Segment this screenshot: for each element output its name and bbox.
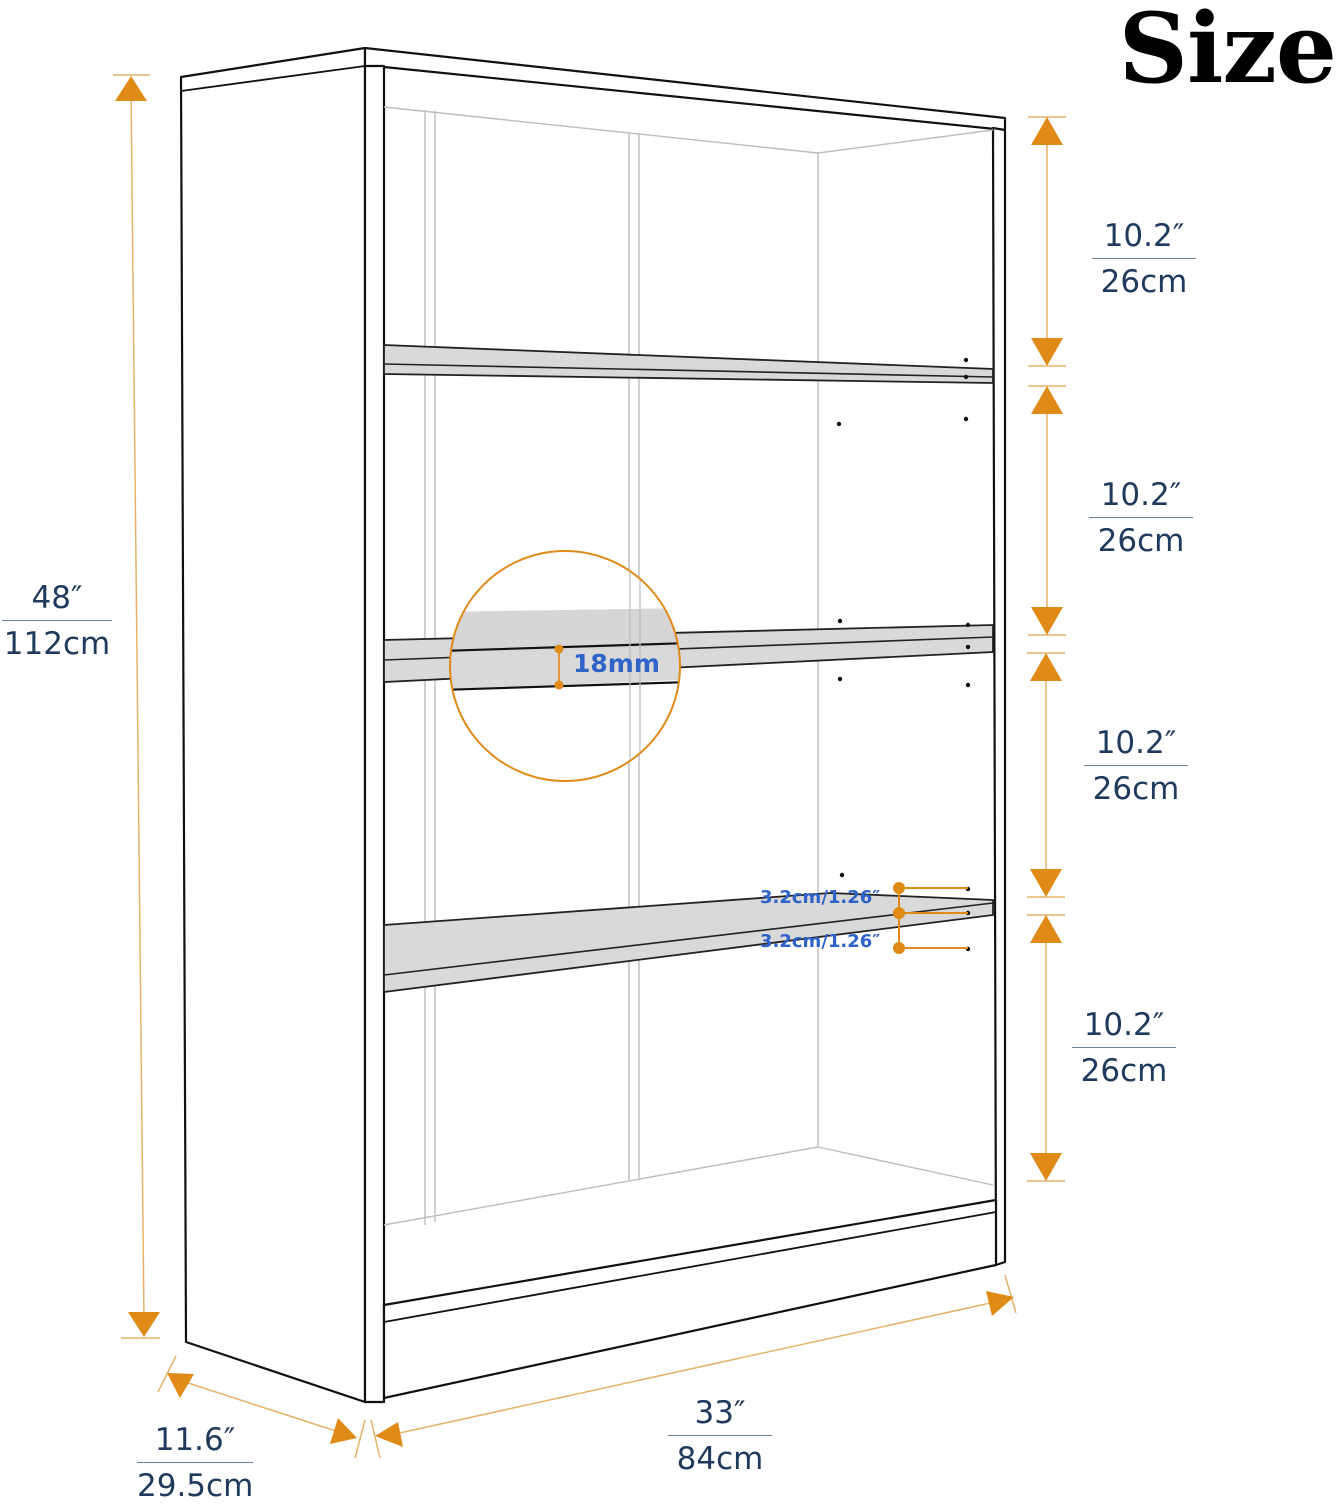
- arrow-right-icon: [986, 1291, 1014, 1316]
- shelf-thickness-label: 18mm: [573, 649, 660, 678]
- compartment-4-metric: 26cm: [1080, 1053, 1168, 1089]
- height-label: 48″ 112cm: [2, 583, 112, 660]
- bookcase-outline: [179, 46, 1007, 1404]
- width-dimension: [370, 1274, 1017, 1459]
- width-metric: 84cm: [676, 1441, 764, 1477]
- compartment-3-metric: 26cm: [1092, 771, 1180, 807]
- depth-dimension: [157, 1355, 366, 1459]
- arrow-up-icon: [115, 76, 147, 101]
- compartment-dimensions: [1027, 116, 1066, 1182]
- arrow-left-icon: [375, 1422, 403, 1447]
- compartment-1-metric: 26cm: [1100, 264, 1188, 300]
- width-label: 33″ 84cm: [668, 1398, 772, 1475]
- compartment-4-imperial: 10.2″: [1072, 1010, 1176, 1048]
- hole-spacing-bracket: [893, 882, 968, 954]
- compartment-2-imperial: 10.2″: [1089, 480, 1193, 518]
- arrow-right-icon: [330, 1418, 357, 1444]
- height-metric: 112cm: [3, 626, 111, 662]
- magnifier-callout: [449, 550, 681, 782]
- compartment-2-metric: 26cm: [1097, 523, 1185, 559]
- width-imperial: 33″: [668, 1398, 772, 1436]
- hole-spacing-lower-label: 3.2cm/1.26″: [760, 931, 881, 952]
- compartment-1-imperial: 10.2″: [1092, 221, 1196, 259]
- compartment-4-label: 10.2″ 26cm: [1072, 1010, 1176, 1087]
- compartment-3-imperial: 10.2″: [1084, 728, 1188, 766]
- shelf-3: [383, 892, 994, 994]
- hole-spacing-upper-label: 3.2cm/1.26″: [760, 887, 881, 908]
- shelf-1: [383, 344, 994, 384]
- compartment-3-label: 10.2″ 26cm: [1084, 728, 1188, 805]
- depth-imperial: 11.6″: [137, 1425, 253, 1463]
- depth-metric: 29.5cm: [137, 1468, 254, 1504]
- interior-back: [383, 106, 994, 1226]
- depth-label: 11.6″ 29.5cm: [137, 1425, 253, 1502]
- page-title: Size: [1118, 0, 1337, 105]
- height-imperial: 48″: [2, 583, 112, 621]
- height-dimension: [113, 74, 160, 1339]
- compartment-1-label: 10.2″ 26cm: [1092, 221, 1196, 298]
- arrow-down-icon: [128, 1312, 160, 1337]
- compartment-2-label: 10.2″ 26cm: [1089, 480, 1193, 557]
- arrow-left-icon: [167, 1373, 194, 1398]
